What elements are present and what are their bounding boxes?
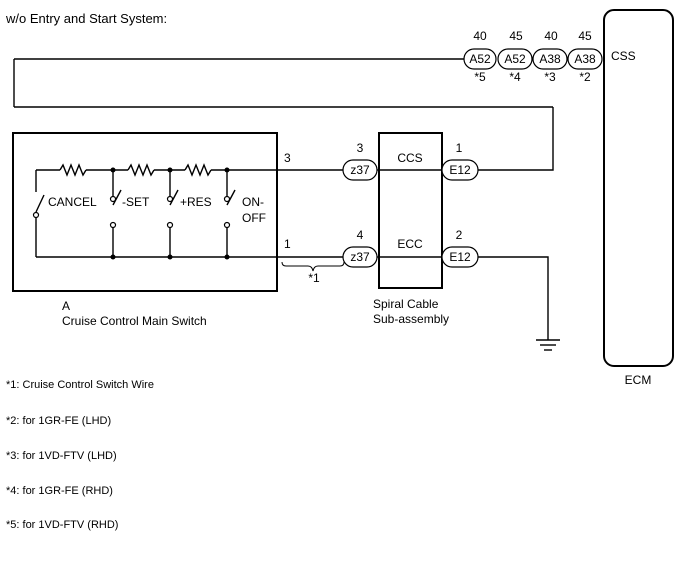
connector-shape xyxy=(497,48,533,70)
connector-pin-number: 45 xyxy=(509,29,523,43)
connector-e12-top: 1 E12 xyxy=(441,141,479,181)
contact-label-res: +RES xyxy=(180,195,212,209)
switch-pin-bottom: 1 xyxy=(284,237,291,251)
ground-icon xyxy=(536,339,560,351)
top-connector-group: 40 A52 *5 45 A52 *4 40 A38 *3 45 A38 *2 xyxy=(13,29,603,108)
connector-pin-number: 3 xyxy=(357,141,364,155)
switch-circuit: CANCEL -SET +RES ON- OFF xyxy=(32,163,343,260)
contact-label-on: ON- xyxy=(242,195,264,209)
connector-code: z37 xyxy=(350,250,370,264)
connector-pin-number: 40 xyxy=(544,29,558,43)
footnote-4: *4: for 1GR-FE (RHD) xyxy=(6,485,113,497)
connector-code: A38 xyxy=(574,52,596,66)
connector-pin-number: 40 xyxy=(473,29,487,43)
connector-note: *2 xyxy=(579,70,591,84)
connector-shape xyxy=(532,48,568,70)
connector-e12-bottom: 2 E12 xyxy=(441,228,479,268)
connector-code: A38 xyxy=(539,52,561,66)
contact-set xyxy=(109,170,122,257)
contact-label-off: OFF xyxy=(242,211,266,225)
wire-marker: *1 xyxy=(308,271,320,285)
connector-code: E12 xyxy=(449,250,471,264)
connector-pin-number: 2 xyxy=(456,228,463,242)
footnote-3: *3: for 1VD-FTV (LHD) xyxy=(6,450,117,462)
connector-note: *5 xyxy=(474,70,486,84)
ecm-label: ECM xyxy=(625,373,652,387)
wire-brace xyxy=(281,261,345,272)
ccs-wire-ecm xyxy=(478,107,554,171)
switch-name: Cruise Control Main Switch xyxy=(62,314,207,328)
signal-label-ecc: ECC xyxy=(397,237,423,251)
resistor-3 xyxy=(184,163,212,177)
spiral-name-line1: Spiral Cable xyxy=(373,297,439,311)
footnote-1: *1: Cruise Control Switch Wire xyxy=(6,379,154,391)
contact-cancel xyxy=(32,170,45,257)
ecm-pin-label-css: CSS xyxy=(611,49,636,63)
footnote-5: *5: for 1VD-FTV (RHD) xyxy=(6,519,118,531)
footnote-2: *2: for 1GR-FE (LHD) xyxy=(6,415,111,427)
switch-designator: A xyxy=(62,299,70,313)
connector-note: *4 xyxy=(509,70,521,84)
connector-code: E12 xyxy=(449,163,471,177)
contact-on-off xyxy=(223,170,236,257)
ecm-box xyxy=(603,9,674,367)
connector-code: z37 xyxy=(350,163,370,177)
connector-note: *3 xyxy=(544,70,556,84)
connector-code: A52 xyxy=(504,52,526,66)
contact-label-cancel: CANCEL xyxy=(48,195,97,209)
connector-pin-number: 1 xyxy=(456,141,463,155)
spiral-cable-box xyxy=(378,132,443,289)
ecc-wire-ground xyxy=(478,256,549,340)
connector-code: A52 xyxy=(469,52,491,66)
resistor-2 xyxy=(127,163,155,177)
switch-box xyxy=(12,132,278,292)
connector-shape xyxy=(567,48,603,70)
connector-z37-top: 3 z37 xyxy=(342,141,378,181)
contact-label-set: -SET xyxy=(122,195,150,209)
connector-pin-number: 4 xyxy=(357,228,364,242)
switch-pin-top: 3 xyxy=(284,151,291,165)
diagram-title: w/o Entry and Start System: xyxy=(5,11,167,26)
contact-res xyxy=(166,170,179,257)
spiral-name-line2: Sub-assembly xyxy=(373,312,449,326)
top-connector-1: 40 A52 *5 xyxy=(463,29,497,84)
connector-z37-bottom: 4 z37 xyxy=(342,228,378,268)
top-connector-2: 45 A52 *4 xyxy=(497,29,533,84)
signal-label-ccs: CCS xyxy=(397,151,422,165)
top-connector-3: 40 A38 *3 xyxy=(532,29,568,84)
connector-pin-number: 45 xyxy=(578,29,592,43)
connector-shape xyxy=(463,48,497,70)
resistor-1 xyxy=(59,163,87,177)
top-connector-4: 45 A38 *2 xyxy=(567,29,603,84)
